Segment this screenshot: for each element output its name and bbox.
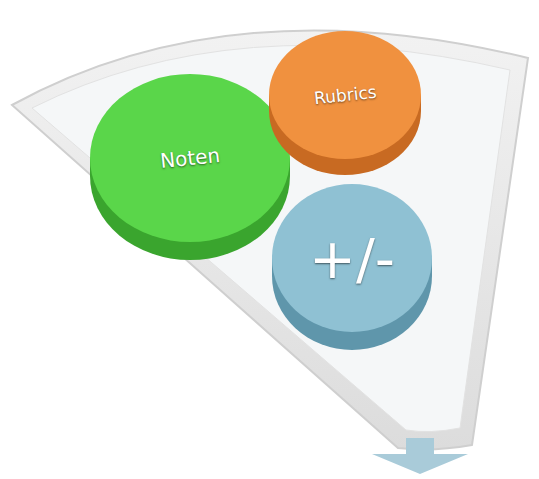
down-arrow bbox=[372, 438, 468, 474]
disc-top bbox=[90, 74, 290, 242]
disc-label: Noten bbox=[159, 143, 221, 173]
disc-top bbox=[269, 31, 421, 159]
disc-label: Rubrics bbox=[313, 82, 377, 108]
disc-top bbox=[272, 184, 432, 332]
tray-outline bbox=[12, 30, 528, 449]
disc-node: Rubrics bbox=[269, 31, 421, 175]
disc-node: Noten bbox=[90, 74, 290, 260]
disc-label: +/- bbox=[309, 226, 395, 291]
disc-node: +/- bbox=[272, 184, 432, 350]
